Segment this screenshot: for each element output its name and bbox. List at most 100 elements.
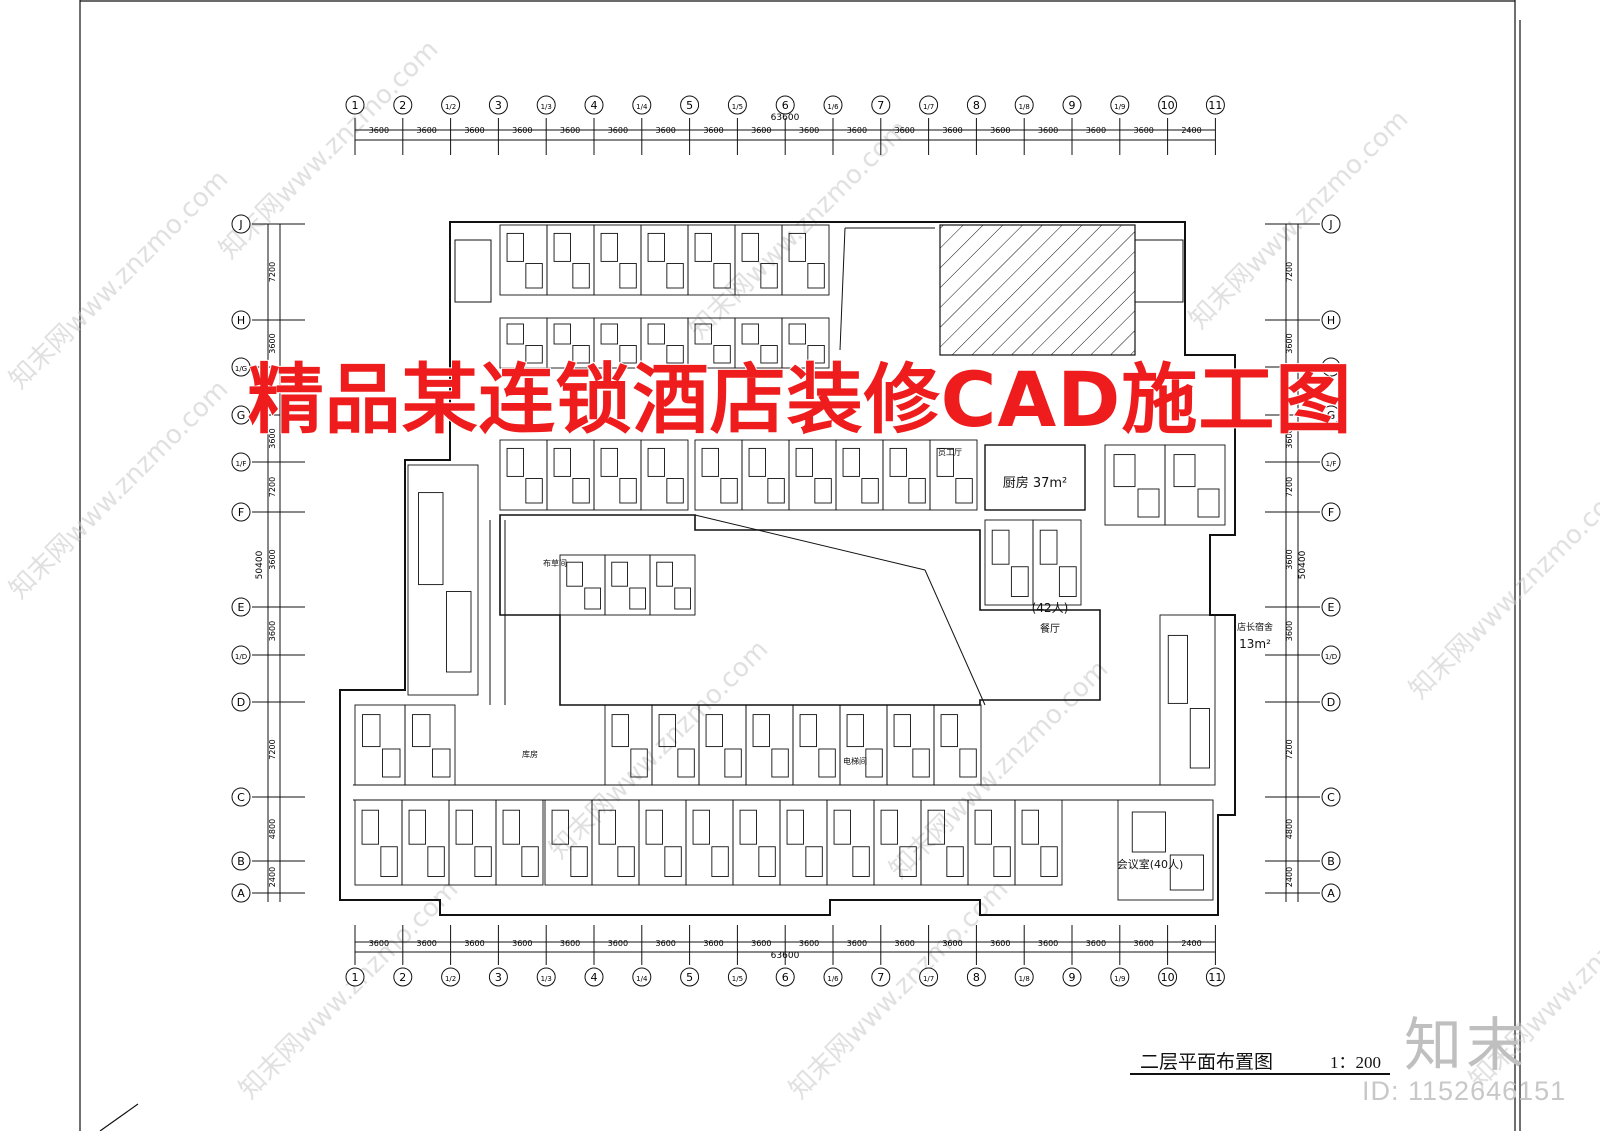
column-spacing-label: 3600 xyxy=(1134,939,1154,948)
site-watermark-text: 知末网www.znzmo.com xyxy=(214,34,445,265)
manager-room-area: 13m² xyxy=(1239,637,1271,651)
column-axis-label: 11 xyxy=(1208,971,1222,984)
row-axis-bubble xyxy=(1321,883,1341,903)
column-axis-bubble xyxy=(823,967,843,987)
guest-room xyxy=(1032,519,1082,606)
column-axis-label: 3 xyxy=(495,971,502,984)
guest-room-bed xyxy=(799,714,817,748)
column-spacing-label: 2400 xyxy=(1181,126,1201,135)
guest-room-bath xyxy=(865,748,883,778)
guest-room-bath xyxy=(805,846,823,877)
guest-room xyxy=(1159,614,1216,786)
guest-room-bed xyxy=(647,323,665,345)
column-axis-label: 1/4 xyxy=(636,103,648,111)
column-axis-label: 1/6 xyxy=(827,103,839,111)
guest-room-grid xyxy=(354,224,1226,901)
column-spacing-label: 3600 xyxy=(1134,126,1154,135)
guest-room-bed xyxy=(692,809,710,845)
row-axis-label: F xyxy=(238,506,244,519)
row-axis-bubble xyxy=(1321,787,1341,807)
column-spacing-label: 2400 xyxy=(1181,939,1201,948)
row-axis-label: 1/G xyxy=(235,365,247,373)
column-axis-label: 11 xyxy=(1208,99,1222,112)
guest-room-bed xyxy=(974,809,992,845)
column-axis-label: 1/5 xyxy=(732,975,743,983)
guest-room-bath xyxy=(946,846,964,877)
column-axis-label: 1/9 xyxy=(1114,975,1125,983)
guest-room-bed xyxy=(566,561,583,587)
guest-room-bath xyxy=(711,846,729,877)
row-spacing-label: 7200 xyxy=(268,739,277,759)
column-spacing-label: 3600 xyxy=(703,939,723,948)
guest-room-bed xyxy=(506,323,524,345)
guest-room xyxy=(649,554,696,616)
guest-room xyxy=(1117,799,1214,901)
column-axis-bubble xyxy=(632,967,652,987)
site-watermark-text: 知末网www.znzmo.com xyxy=(884,654,1115,885)
guest-room-bath xyxy=(446,591,472,673)
row-spacing-label: 3600 xyxy=(268,549,277,569)
kitchen-label: 厨房 37m² xyxy=(1003,475,1068,491)
guest-room-bed xyxy=(647,447,665,477)
guest-room-bath xyxy=(677,748,695,778)
column-axis-bubble xyxy=(536,967,556,987)
row-axis-label: B xyxy=(237,855,245,868)
column-axis-bubble xyxy=(1014,95,1034,115)
row-axis-bubble xyxy=(1321,851,1341,871)
column-axis-bubble xyxy=(1062,967,1082,987)
guest-room-bed xyxy=(600,447,618,477)
column-axis-label: 8 xyxy=(973,971,980,984)
guest-room-bed xyxy=(741,232,759,262)
guest-room-bath xyxy=(861,478,879,504)
guest-room-bath xyxy=(724,748,742,778)
guest-room-bath xyxy=(619,478,637,504)
guest-room-bath xyxy=(771,748,789,778)
site-watermark-text: 知末网www.znzmo.com xyxy=(1404,474,1600,705)
column-spacing-label: 3600 xyxy=(608,126,628,135)
guest-room-bath xyxy=(572,263,590,289)
guest-room-bath xyxy=(1169,854,1204,891)
guest-room-bath xyxy=(525,263,543,289)
row-axis-label: A xyxy=(1327,887,1335,900)
column-axis-label: 4 xyxy=(591,971,598,984)
guest-room-bed xyxy=(551,809,569,845)
column-axis-bubble xyxy=(775,967,795,987)
guest-room-bed xyxy=(846,714,864,748)
row-spacing-label: 3600 xyxy=(1285,333,1294,353)
guest-room-bed xyxy=(362,714,381,748)
row-axis-label: C xyxy=(1327,791,1335,804)
meeting-room-label: 会议室(40人) xyxy=(1117,857,1184,871)
column-axis-label: 1/7 xyxy=(923,975,934,983)
column-spacing-label: 3600 xyxy=(560,126,580,135)
guest-room-bath xyxy=(767,478,785,504)
column-axis-label: 1/3 xyxy=(541,975,552,983)
column-axis-bubble xyxy=(345,967,365,987)
row-axis-label: D xyxy=(1327,696,1335,709)
row-axis-bubble xyxy=(1321,502,1341,522)
site-watermark-text: 知末网www.znzmo.com xyxy=(1184,104,1415,335)
row-axis-label: J xyxy=(238,218,242,231)
guest-room-bed xyxy=(991,529,1010,565)
guest-room-bath xyxy=(666,478,684,504)
column-spacing-label: 3600 xyxy=(560,939,580,948)
column-spacing-label: 3600 xyxy=(512,939,532,948)
row-axis-bubble xyxy=(231,597,251,617)
column-spacing-label: 3600 xyxy=(464,126,484,135)
guest-room-bed xyxy=(455,809,473,845)
guest-room-bed xyxy=(361,809,379,845)
column-spacing-label: 3600 xyxy=(1038,939,1058,948)
right-total-dimension: 50400 xyxy=(1298,550,1308,579)
row-spacing-label: 3600 xyxy=(268,428,277,448)
row-axis-bubble xyxy=(231,502,251,522)
row-axis-bubble xyxy=(231,692,251,712)
row-spacing-label: 4800 xyxy=(268,819,277,839)
column-axis-label: 7 xyxy=(877,99,884,112)
row-axis-bubble xyxy=(231,787,251,807)
site-watermark-text: 知末网www.znzmo.com xyxy=(234,874,465,1105)
guest-room-bed xyxy=(645,809,663,845)
column-spacing-label: 3600 xyxy=(942,126,962,135)
guest-room-bed xyxy=(701,447,719,477)
guest-room-bath xyxy=(666,263,684,289)
row-axis-bubble xyxy=(1321,597,1341,617)
